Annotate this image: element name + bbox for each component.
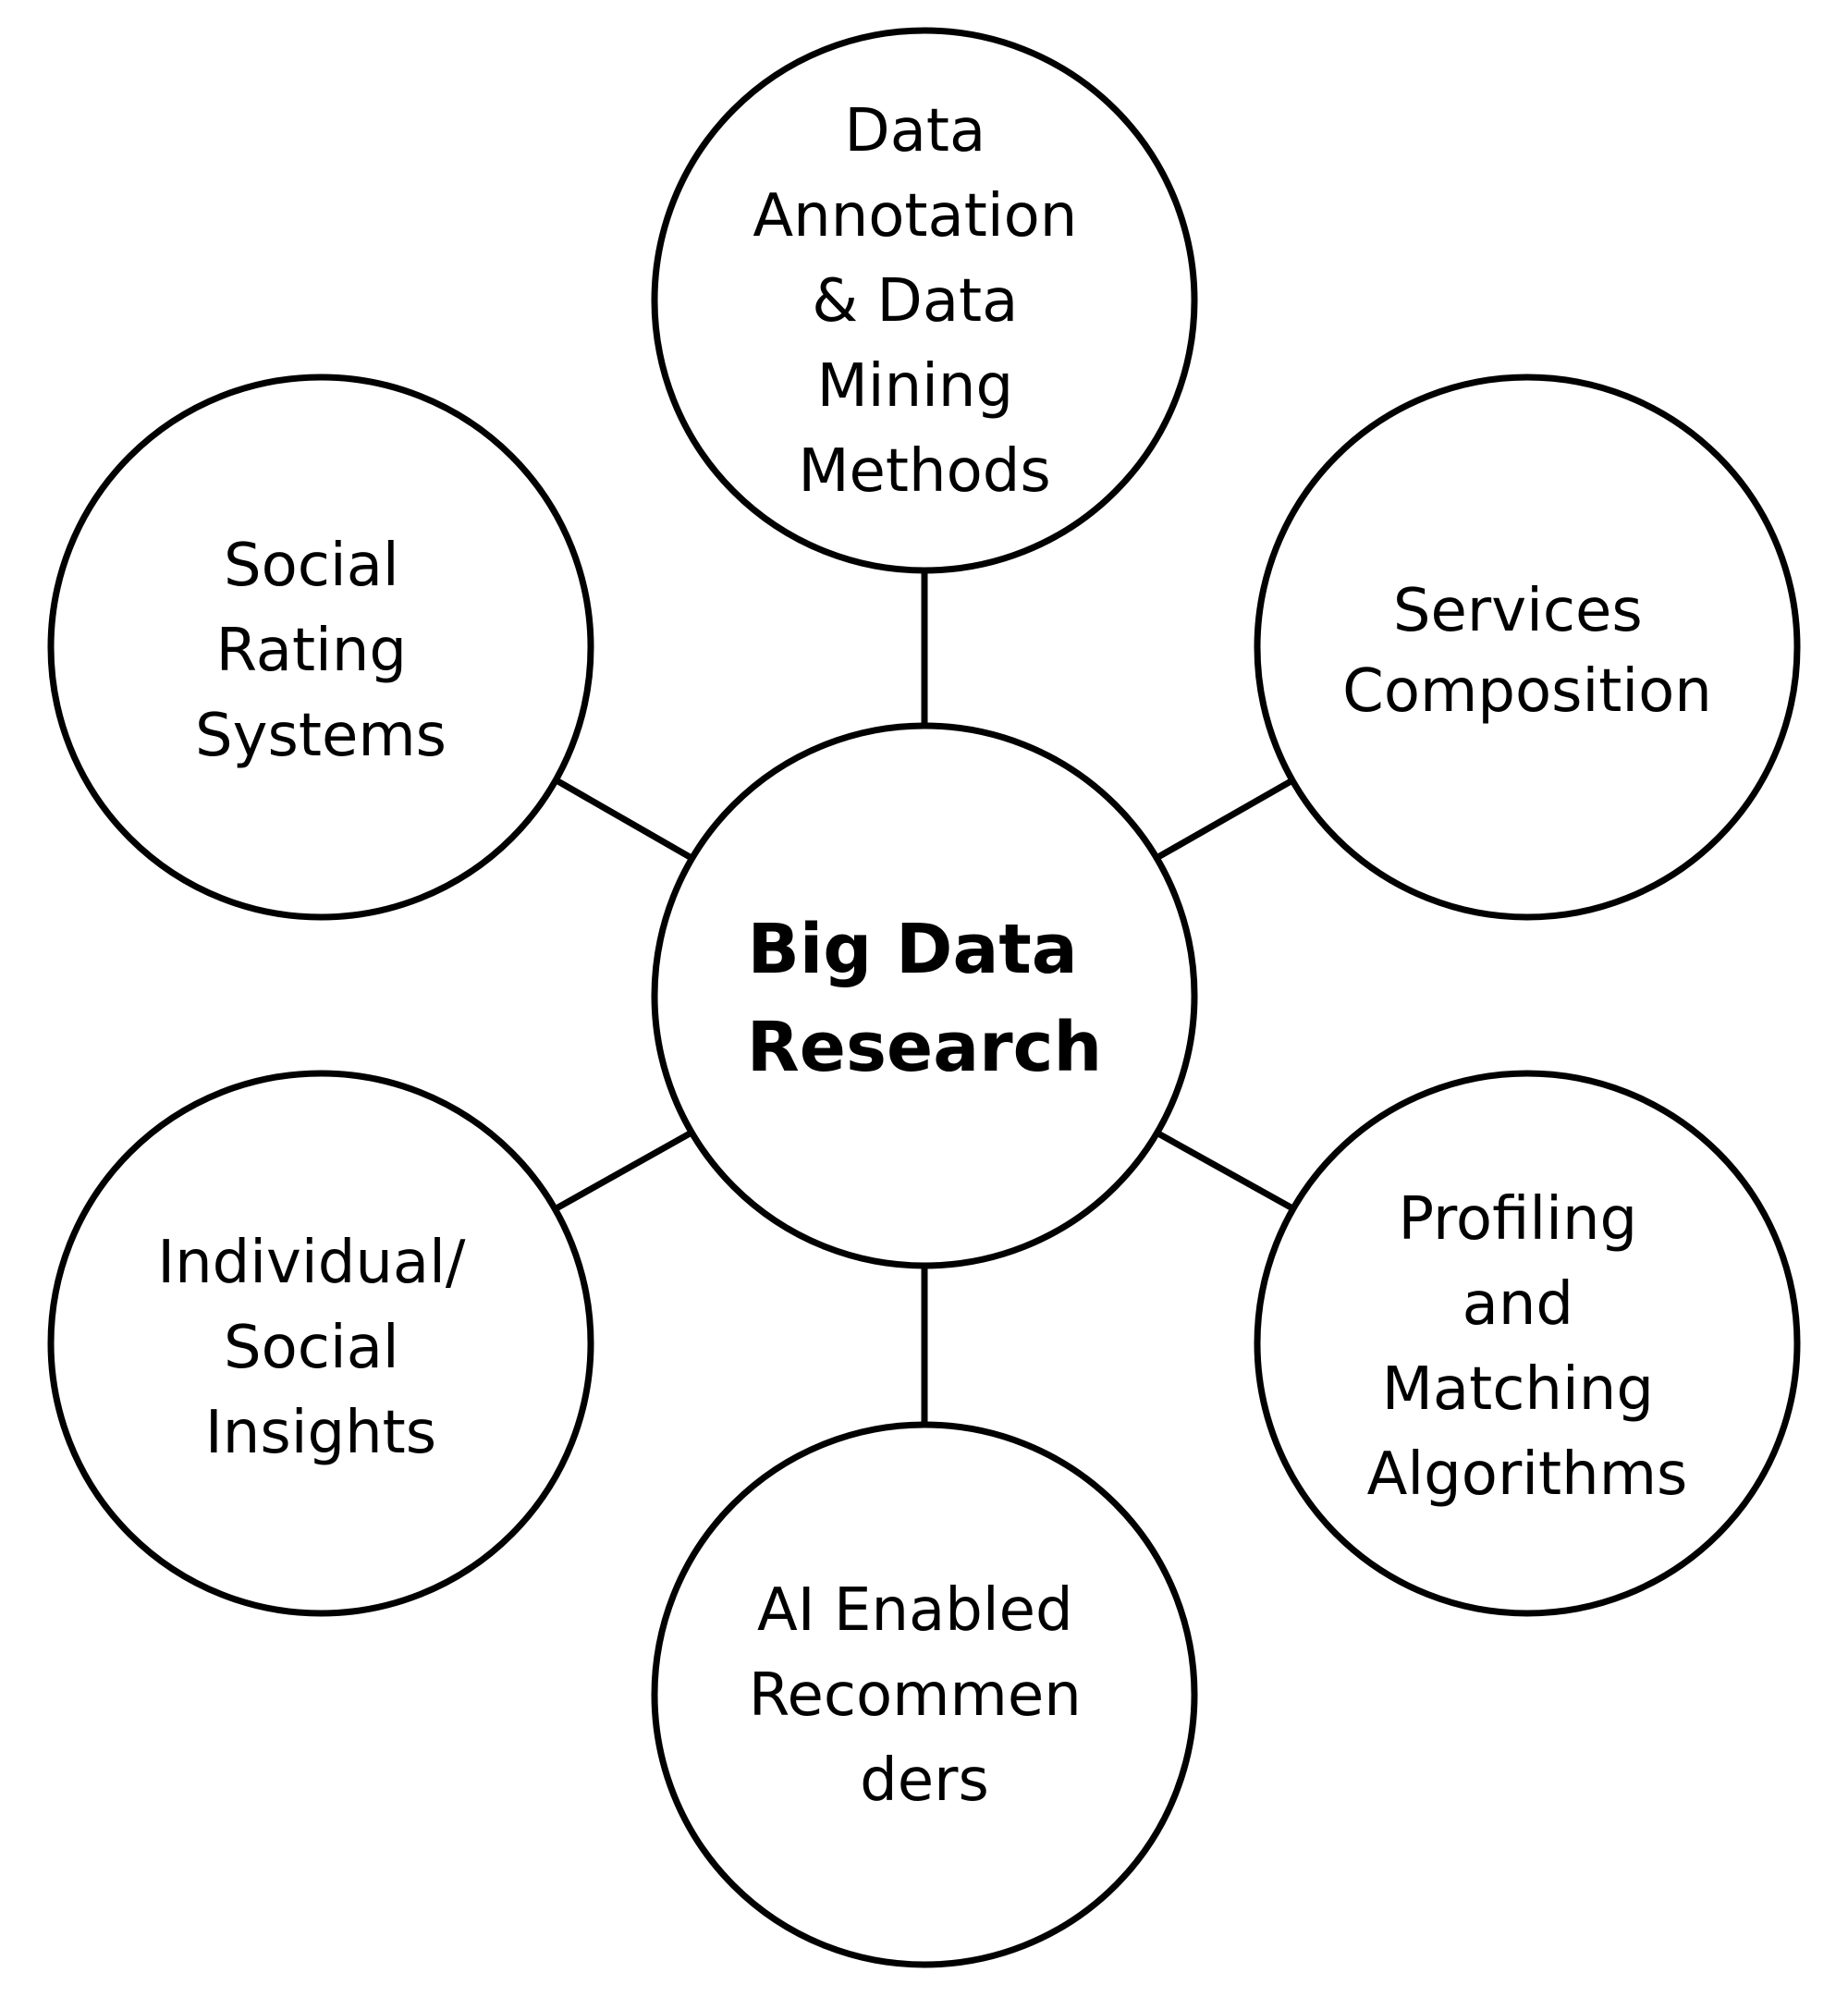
node-data-annotation-mining: Data Annotation & Data Mining Methods xyxy=(651,27,1198,574)
connector-upper-left xyxy=(553,776,693,862)
node-label-line: Methods xyxy=(798,437,1050,506)
node-individual-social-insights: Individual/ Social Insights xyxy=(47,1070,594,1617)
node-label-line: AI Enabled xyxy=(757,1576,1073,1645)
node-profiling-matching: Profiling and Matching Algorithms xyxy=(1254,1070,1801,1617)
node-label-line: ders xyxy=(860,1746,989,1815)
center-node: Big Data Research xyxy=(651,722,1198,1269)
node-label-line: and xyxy=(1462,1270,1573,1339)
center-label-line: Research xyxy=(747,1008,1102,1087)
node-label: Services Composition xyxy=(1342,577,1712,726)
node-label: AI Enabled Recommen ders xyxy=(749,1576,1100,1815)
node-label-line: Profiling xyxy=(1399,1185,1638,1254)
node-ai-recommenders: AI Enabled Recommen ders xyxy=(651,1421,1198,1968)
node-label-line: Mining xyxy=(817,352,1014,421)
node-label: Profiling and Matching Algorithms xyxy=(1367,1185,1688,1509)
node-social-rating-systems: Social Rating Systems xyxy=(47,374,594,921)
node-label-line: Matching xyxy=(1382,1355,1654,1424)
node-label: Individual/ Social Insights xyxy=(157,1229,484,1467)
connector-lower-left xyxy=(553,1129,693,1213)
node-label-line: Recommen xyxy=(749,1661,1082,1730)
node-label-line: Individual/ xyxy=(157,1229,466,1297)
node-label-line: Systems xyxy=(195,702,447,770)
node-label-line: Rating xyxy=(216,617,407,685)
node-label-line: Algorithms xyxy=(1367,1440,1688,1509)
node-services-composition: Services Composition xyxy=(1254,374,1801,921)
node-label-line: & Data xyxy=(812,267,1018,336)
node-label-line: Annotation xyxy=(753,182,1077,251)
node-label: Data Annotation & Data Mining Methods xyxy=(753,97,1095,506)
node-label-line: Data xyxy=(844,97,985,165)
connector-upper-right xyxy=(1155,776,1296,862)
node-label-line: Social xyxy=(224,532,399,600)
center-label-line: Big Data xyxy=(748,910,1078,989)
node-label-line: Social xyxy=(224,1314,399,1382)
center-label: Big Data Research xyxy=(747,910,1102,1087)
node-label: Social Rating Systems xyxy=(195,532,447,770)
connector-lower-right xyxy=(1155,1129,1296,1213)
connectors xyxy=(553,571,1296,1424)
node-label-line: Services xyxy=(1393,577,1643,645)
node-label-line: Composition xyxy=(1342,657,1712,726)
node-label-line: Insights xyxy=(205,1399,436,1467)
